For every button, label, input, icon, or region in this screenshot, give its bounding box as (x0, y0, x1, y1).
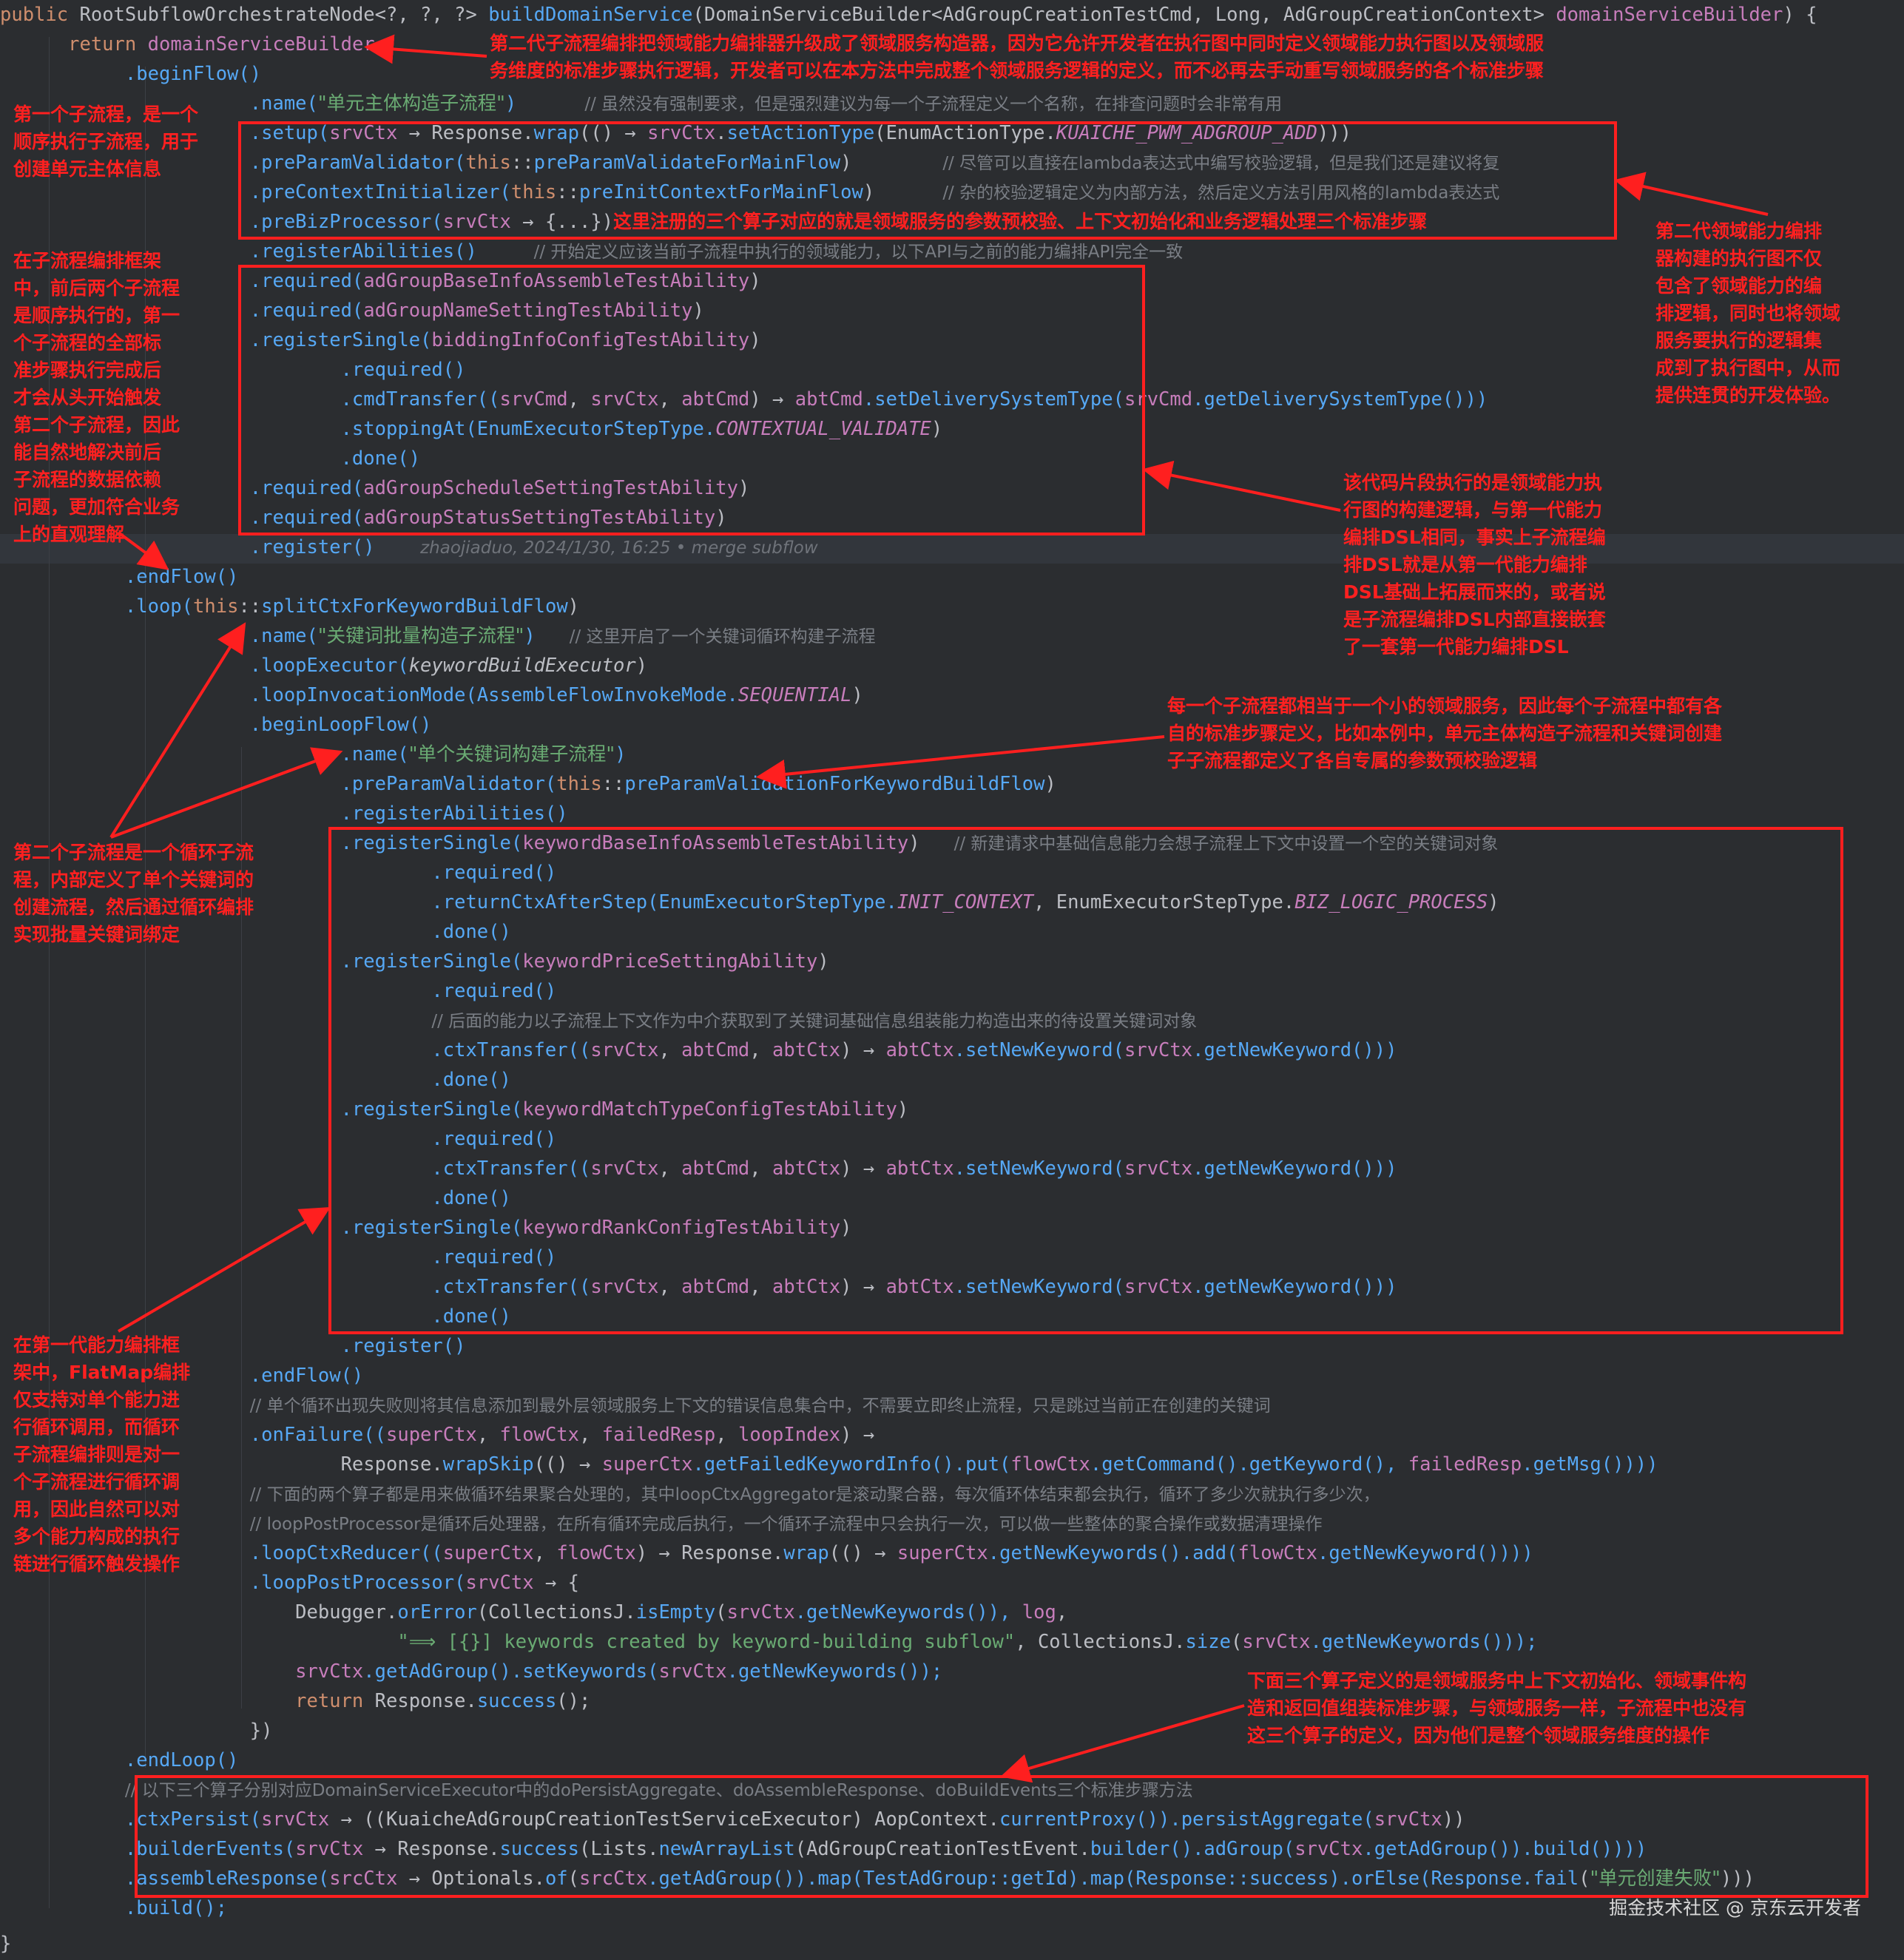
code-line: .preParamValidator(this::preParamValidat… (340, 773, 1056, 795)
current-line-highlight (0, 534, 1904, 564)
code-line: .done() (340, 447, 421, 470)
code-line: .required() (431, 862, 557, 884)
indent-guide (145, 67, 146, 1768)
highlight-box-ability-graph (238, 265, 1145, 535)
code-line: .loopCtxReducer((superCtx, flowCtx) → Re… (249, 1542, 1533, 1564)
code-line: // 以下三个算子分别对应DomainServiceExecutor中的doPe… (124, 1781, 1193, 1800)
code-line: .registerSingle(keywordRankConfigTestAbi… (340, 1217, 852, 1239)
code-line: .setup(srvCtx → Response.wrap(() → srvCt… (249, 122, 1352, 144)
code-line: .registerSingle(keywordMatchTypeConfigTe… (340, 1098, 909, 1121)
code-line: .register() (340, 1335, 466, 1357)
code-line: Response.wrapSkip(() → superCtx.getFaile… (340, 1453, 1658, 1476)
annotation-top: 第二代子流程编排把领域能力编排器升级成了领域服务构造器，因为它允许开发者在执行图… (490, 33, 1545, 81)
code-line: .registerAbilities() // 开始定义应该当前子流程中执行的领… (249, 240, 1184, 263)
code-line: // 后面的能力以子流程上下文作为中介获取到了关键词基础信息组装能力构造出来的待… (431, 1012, 1198, 1031)
code-line: .done() (431, 1187, 511, 1209)
code-line: .returnCtxAfterStep(EnumExecutorStepType… (431, 891, 1499, 913)
code-line: .registerSingle(keywordBaseInfoAssembleT… (340, 832, 1499, 854)
highlight-box-loop-abilities (328, 827, 1843, 1334)
code-line: .loopExecutor(keywordBuildExecutor) (249, 655, 648, 677)
code-line: .required(adGroupNameSettingTestAbility) (249, 300, 704, 322)
annotation-inline-three-operators: 这里注册的三个算子对应的就是领域服务的参数预校验、上下文初始化和业务逻辑处理三个… (613, 211, 1428, 232)
code-line: // 单个循环出现失败则将其信息添加到最外层领域服务上下文的错误信息集合中，不需… (249, 1396, 1271, 1416)
code-line: .beginLoopFlow() (249, 714, 432, 736)
highlight-box-standard-steps (238, 121, 1617, 240)
code-line: .builderEvents(srvCtx → Response.success… (124, 1838, 1647, 1860)
code-line: srvCtx.getAdGroup().setKeywords(srvCtx.g… (295, 1660, 943, 1683)
annotation-right-graph: 第二代领域能力编排 器构建的执行图不仅 包含了领域能力的编 排逻辑，同时也将领域… (1655, 220, 1841, 406)
code-line: .done() (431, 1305, 511, 1328)
code-line: .required(adGroupScheduleSettingTestAbil… (249, 477, 750, 499)
code-line: // loopPostProcessor是循环后处理器，在所有循环完成后执行，一… (249, 1515, 1323, 1534)
code-line: .assembleResponse(srcCtx → Optionals.of(… (124, 1868, 1755, 1890)
code-line: .name("关键词批量构造子流程") // 这里开启了一个关键词循环构建子流程 (249, 625, 876, 647)
code-line: .registerAbilities() (340, 802, 568, 825)
code-line: .required() (340, 359, 466, 381)
code-line: .loopPostProcessor(srvCtx → { (249, 1572, 580, 1594)
code-line: .cmdTransfer((srvCmd, srvCtx, abtCmd) → … (340, 388, 1488, 410)
code-line: .ctxTransfer((srvCtx, abtCmd, abtCtx) → … (431, 1276, 1397, 1298)
code-line: .preParamValidator(this::preParamValidat… (249, 152, 1500, 174)
code-line: return Response.success(); (295, 1690, 591, 1712)
code-line: .loopInvocationMode(AssembleFlowInvokeMo… (249, 684, 863, 706)
code-line: public RootSubflowOrchestrateNode<?, ?, … (0, 4, 1817, 26)
code-line: Debugger.orError(CollectionsJ.isEmpty(sr… (295, 1601, 1068, 1623)
code-line: .name("单个关键词构建子流程") (340, 743, 627, 766)
code-line: .done() (431, 921, 511, 943)
code-line: .beginFlow() (124, 63, 262, 85)
code-line: .onFailure((superCtx, flowCtx, failedRes… (249, 1424, 875, 1446)
code-line: .stoppingAt(EnumExecutorStepType.CONTEXT… (340, 418, 943, 440)
annotation-left-sequential: 在子流程编排框架 中，前后两个子流程 是顺序执行的，第一 个子流程的全部标 准步… (13, 250, 180, 545)
code-line: .registerSingle(keywordPriceSettingAbili… (340, 950, 829, 973)
annotation-mid-subflow-steps: 每一个子流程都相当于一个小的领域服务，因此每个子流程中都有各 自的标准步骤定义，… (1167, 695, 1723, 771)
code-line: .done() (431, 1069, 511, 1091)
annotation-left-flatmap: 在第一代能力编排框 架中，FlatMap编排 仅支持对单个能力进 行循环调用，而… (13, 1334, 191, 1575)
git-blame-annotation[interactable]: zhaojiaduo, 2024/1/30, 16:25 • merge sub… (420, 538, 818, 558)
annotation-bottom-operators: 下面三个算子定义的是领域服务中上下文初始化、领域事件构 造和返回值组装标准步骤，… (1247, 1670, 1747, 1746)
highlight-box-service-operators (135, 1775, 1868, 1898)
code-line: } (0, 1933, 12, 1955)
code-line: .register() zhaojiaduo, 2024/1/30, 16:25… (249, 536, 818, 558)
code-line: return domainServiceBuilder (68, 33, 375, 55)
code-line: .endLoop() (124, 1749, 239, 1771)
code-line: .required(adGroupStatusSettingTestAbilit… (249, 507, 727, 529)
code-line: .endFlow() (124, 566, 239, 588)
code-line: .ctxTransfer((srvCtx, abtCmd, abtCtx) → … (431, 1158, 1397, 1180)
code-line: // 下面的两个算子都是用来做循环结果聚合处理的，其中loopCtxAggreg… (249, 1485, 1380, 1504)
code-line: .loop(this::splitCtxForKeywordBuildFlow) (124, 595, 580, 618)
code-line: .preContextInitializer(this::preInitCont… (249, 181, 1500, 203)
code-line: .ctxTransfer((srvCtx, abtCmd, abtCtx) → … (431, 1039, 1397, 1061)
code-line: .endFlow() (249, 1365, 364, 1387)
code-line: .registerSingle(biddingInfoConfigTestAbi… (249, 329, 761, 351)
code-line: .ctxPersist(srvCtx → ((KuaicheAdGroupCre… (124, 1808, 1465, 1831)
code-line: .build(); (124, 1897, 228, 1919)
annotation-right-dsl: 该代码片段执行的是领域能力执 行图的构建逻辑，与第一代能力 编排DSL相同，事实… (1343, 472, 1606, 658)
code-line: }) (249, 1720, 273, 1742)
code-line: .required() (431, 1246, 557, 1268)
code-line: "⟹ [{}] keywords created by keyword-buil… (397, 1631, 1538, 1653)
code-line: .preBizProcessor(srvCtx → {...})这里注册的三个算… (249, 211, 1428, 233)
code-line: .required() (431, 980, 557, 1002)
code-line: .required() (431, 1128, 557, 1150)
code-line: .required(adGroupBaseInfoAssembleTestAbi… (249, 270, 761, 292)
annotation-left-first-subflow: 第一个子流程，是一个 顺序执行子流程，用于 创建单元主体信息 (13, 104, 199, 180)
indent-guide (49, 37, 50, 1908)
watermark: 掘金技术社区 @ 京东云开发者 (1609, 1897, 1861, 1919)
annotation-left-loop-subflow: 第二个子流程是一个循环子流 程，内部定义了单个关键词的 创建流程，然后通过循环编… (13, 842, 254, 945)
code-line: .name("单元主体构造子流程") // 虽然没有强制要求，但是强烈建议为每一… (249, 92, 1283, 115)
